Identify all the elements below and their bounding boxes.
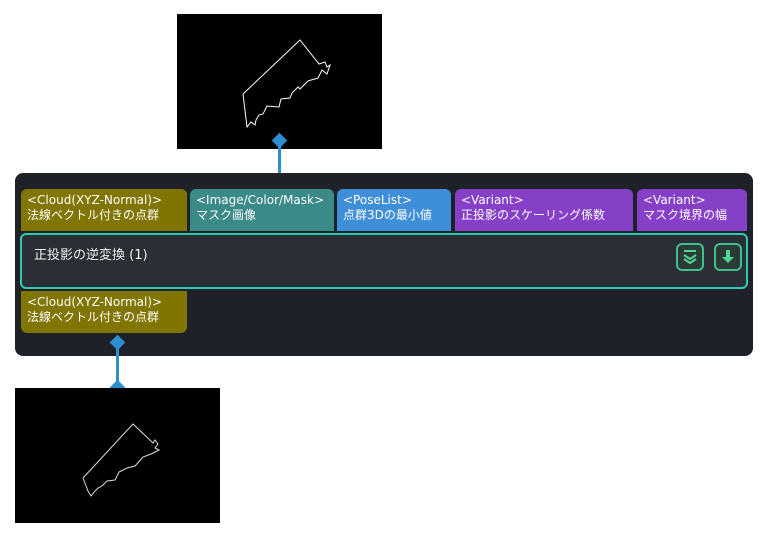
input-port-cloud[interactable]: <Cloud(XYZ-Normal)> 法線ベクトル付きの点群 [21, 189, 187, 231]
node-body[interactable]: 正投影の逆変換 (1) [20, 233, 748, 289]
port-type: <Variant> [643, 193, 706, 207]
input-port-mask-image[interactable]: <Image/Color/Mask> マスク画像 [190, 189, 334, 231]
port-type: <Cloud(XYZ-Normal)> [27, 193, 163, 207]
port-label: 法線ベクトル付きの点群 [27, 310, 160, 324]
port-label: マスク画像 [196, 208, 257, 222]
port-label: 法線ベクトル付きの点群 [27, 208, 160, 222]
mask-contour-icon [242, 39, 331, 129]
download-arrow-icon [722, 250, 734, 263]
orthographic-inverse-transform-node[interactable]: <Cloud(XYZ-Normal)> 法線ベクトル付きの点群 <Image/C… [15, 173, 753, 356]
port-type: <Variant> [461, 193, 524, 207]
point-cloud-preview [15, 388, 220, 523]
node-title: 正投影の逆変換 (1) [34, 248, 148, 263]
output-port-cloud[interactable]: <Cloud(XYZ-Normal)> 法線ベクトル付きの点群 [21, 291, 187, 333]
input-port-scaling-factor[interactable]: <Variant> 正投影のスケーリング係数 [455, 189, 633, 231]
port-label: マスク境界の幅 [643, 208, 728, 222]
port-type: <Image/Color/Mask> [196, 193, 325, 207]
port-label: 正投影のスケーリング係数 [461, 208, 606, 222]
point-cloud-contour-icon [82, 423, 161, 497]
port-label: 点群3Dの最小値 [343, 208, 432, 222]
port-type: <Cloud(XYZ-Normal)> [27, 295, 163, 309]
input-connector-line [278, 141, 281, 186]
port-type: <PoseList> [343, 193, 412, 207]
input-port-mask-border-width[interactable]: <Variant> マスク境界の幅 [637, 189, 747, 231]
expand-chevrons-icon [683, 250, 697, 265]
input-port-pose-list[interactable]: <PoseList> 点群3Dの最小値 [337, 189, 451, 231]
expand-button[interactable] [676, 243, 704, 271]
mask-image-preview [177, 14, 382, 149]
download-button[interactable] [714, 243, 742, 271]
output-connector-line [116, 343, 119, 388]
